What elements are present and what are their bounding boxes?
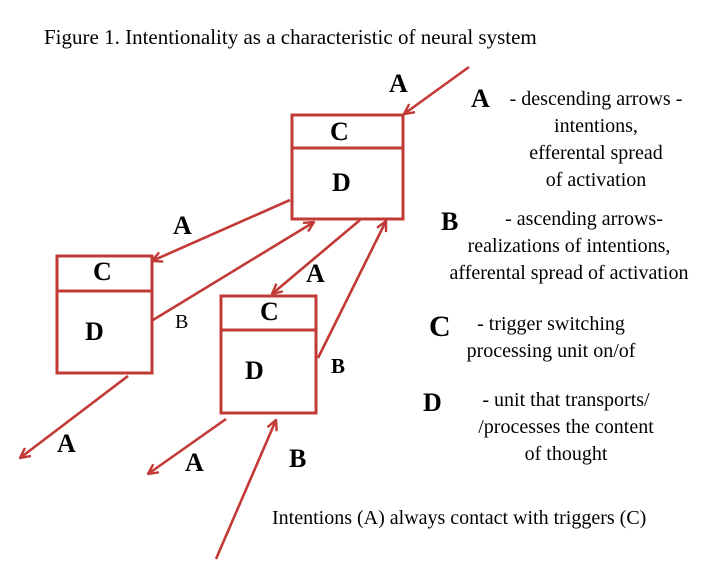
arrow-a-top-to-mid [272,219,361,294]
arrow-a-into-top [404,65,470,114]
legend-b-line: - ascending arrows- [505,208,663,230]
figure-title: Figure 1. Intentionality as a characteri… [44,25,537,49]
arrow-b-mid-to-top [316,221,386,359]
unit-left-box [55,254,154,375]
arrow-label-b-left: B [175,311,189,333]
arrow-a-mid-out [148,417,227,474]
unit-top-trigger-label: C [330,117,349,146]
arrow-label-a-top: A [389,69,408,98]
legend-c-text: - trigger switching processing unit on/o… [446,311,656,365]
legend-a-line: - descending arrows - [509,88,683,110]
legend-b-line: afferental spread of activation [449,262,689,284]
arrow-b-left-to-top [152,222,314,322]
unit-left-content-label: D [85,317,104,346]
arrow-label-a-bottom-left: A [57,429,76,458]
legend-c-letter: C [429,310,451,343]
legend-d-text: - unit that transports/ /processes the c… [446,387,686,468]
legend-d-letter: D [423,388,442,417]
legend-c-line: processing unit on/of [466,340,636,362]
legend-a-line: of activation [545,169,647,191]
legend-d-line: - unit that transports/ [482,389,650,411]
arrow-label-a-bottom-mid: A [185,448,204,477]
arrow-b-into-mid [214,420,276,560]
arrow-label-b-bottom: B [289,444,307,473]
unit-mid-box [219,294,318,415]
unit-top-box [290,113,405,221]
legend-a-line: efferental spread [529,142,663,164]
unit-top-content-label: D [332,168,351,197]
legend-b-letter: B [441,207,459,236]
unit-left-trigger-label: C [93,257,112,286]
arrow-label-a-mid: A [306,259,325,288]
unit-mid-trigger-label: C [260,297,279,326]
unit-mid-content-label: D [245,356,264,385]
arrow-a-left-out [20,374,129,458]
legend-d-line: of thought [524,443,608,465]
arrow-label-b-right: B [331,354,346,378]
legend-b-text: - ascending arrows- realizations of inte… [428,206,709,287]
footnote: Intentions (A) always contact with trigg… [272,507,647,529]
arrow-label-a-left: A [173,211,192,240]
legend-b-line: realizations of intentions, [467,235,671,257]
legend-c-line: - trigger switching [477,313,625,335]
arrow-a-top-to-left [152,198,291,261]
legend-a-line: intentions, [554,115,638,137]
legend-d-line: /processes the content [478,416,654,438]
legend-a-letter: A [471,84,490,113]
legend-a-text: - descending arrows - intentions, effere… [491,86,701,194]
